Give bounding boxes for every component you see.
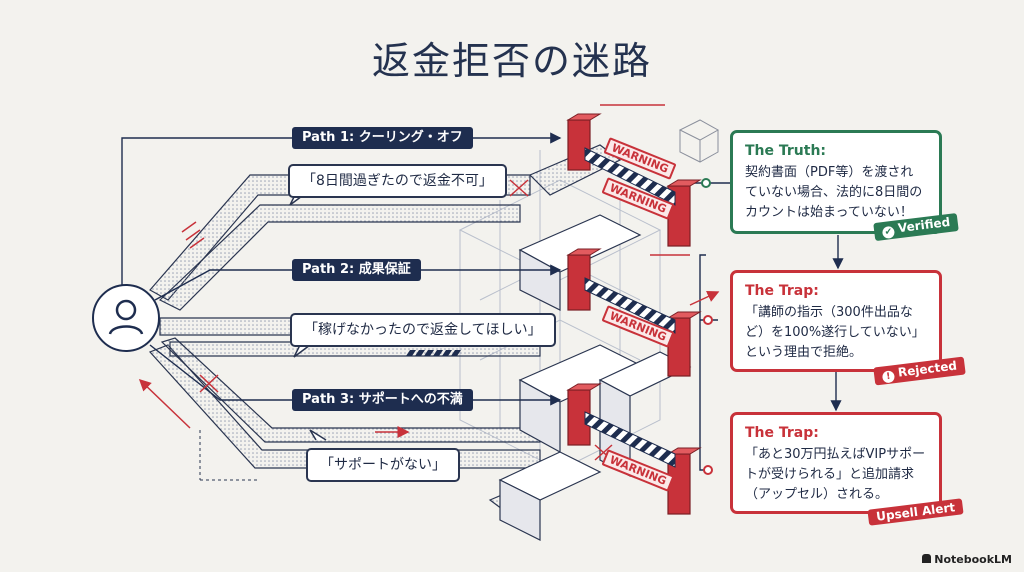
check-icon: ✔ [881, 225, 896, 240]
path-label-1: Path 1: クーリング・オフ [292, 127, 473, 149]
path-quote-2: 「稼げなかったので返金してほしい」 [290, 313, 556, 347]
card-line: という理由で拒絶。 [745, 345, 863, 360]
card-line: カウントは始まっていない！ [745, 205, 913, 220]
path-label-2: Path 2: 成果保証 [292, 259, 421, 281]
footer-brand: NotebookLM [922, 553, 1012, 566]
card-line: （アップセル）される。 [745, 487, 889, 502]
notebooklm-logo-icon [922, 554, 932, 563]
card-line: トが受けられる」と追加請求 [745, 467, 915, 482]
footer-label: NotebookLM [934, 553, 1012, 566]
card-line: 「あと30万円払えばVIPサポー [745, 447, 926, 462]
user-avatar [92, 284, 160, 352]
card-heading: The Truth: [745, 143, 827, 159]
card-heading: The Trap: [745, 425, 819, 441]
trap-card-2: The Trap: 「あと30万円払えばVIPサポー トが受けられる」と追加請求… [730, 412, 942, 514]
card-line: 「講師の指示（300件出品な [745, 305, 913, 320]
card-body: 「講師の指示（300件出品な ど）を100%遂行していない」 という理由で拒絶。 [745, 303, 927, 363]
alert-icon: ! [881, 370, 896, 384]
path-label-3: Path 3: サポートへの不満 [292, 389, 473, 411]
card-heading: The Trap: [745, 283, 819, 299]
card-line: 契約書面（PDF等）を渡され [745, 165, 914, 180]
path-quote-1: 「8日間過ぎたので返金不可」 [288, 164, 507, 198]
page-title: 返金拒否の迷路 [371, 39, 652, 83]
trap-card-1: The Trap: 「講師の指示（300件出品な ど）を100%遂行していない」… [730, 270, 942, 372]
path-quote-3: 「サポートがない」 [306, 448, 460, 482]
card-body: 契約書面（PDF等）を渡され ていない場合、法的に8日間の カウントは始まってい… [745, 163, 927, 223]
card-line: ていない場合、法的に8日間の [745, 185, 923, 200]
card-body: 「あと30万円払えばVIPサポー トが受けられる」と追加請求 （アップセル）され… [745, 445, 927, 505]
user-icon [108, 299, 144, 335]
truth-card: The Truth: 契約書面（PDF等）を渡され ていない場合、法的に8日間の… [730, 130, 942, 234]
card-line: ど）を100%遂行していない」 [745, 325, 925, 340]
